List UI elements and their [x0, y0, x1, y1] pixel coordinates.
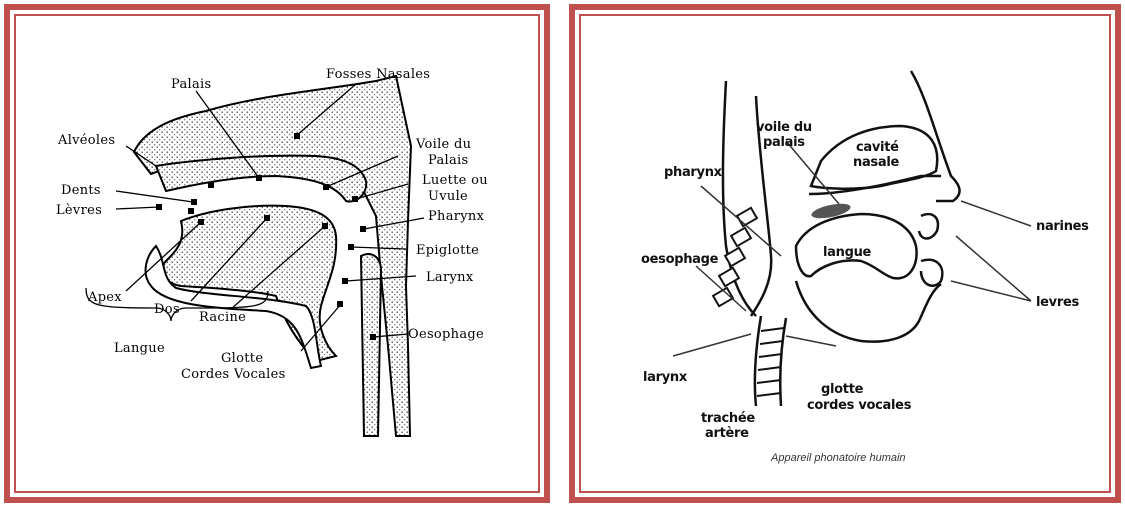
label-dos: Dos	[154, 302, 180, 317]
trachea	[361, 254, 381, 436]
label-voile-du-palais-2: palais	[763, 135, 805, 150]
label-langue: Langue	[114, 341, 165, 356]
label-fosses-nasales: Fosses Nasales	[326, 67, 430, 82]
label-trachee-1: trachée	[701, 411, 755, 426]
vertebrae	[713, 208, 757, 306]
velum	[810, 201, 852, 221]
label-cordes-vocales: cordes vocales	[807, 398, 912, 413]
label-luette-1: Luette ou	[422, 173, 488, 188]
label-apex: Apex	[87, 290, 122, 305]
label-dents: Dents	[61, 183, 101, 198]
label-palais: Palais	[171, 77, 211, 92]
right-diagram-panel: voile du palais cavité nasale pharynx na…	[569, 4, 1121, 503]
label-luette-2: Uvule	[428, 189, 468, 204]
label-larynx: larynx	[643, 370, 688, 385]
left-vocal-tract-diagram: Fosses Nasales Palais Alvéoles Voile du …	[16, 16, 542, 495]
label-narines: narines	[1036, 219, 1089, 234]
label-levres: Lèvres	[56, 203, 102, 218]
right-labels: voile du palais cavité nasale pharynx na…	[641, 120, 1089, 464]
label-cavite-nasale-2: nasale	[853, 155, 899, 170]
left-diagram-frame: Fosses Nasales Palais Alvéoles Voile du …	[14, 14, 540, 493]
label-langue: langue	[823, 245, 872, 260]
label-epiglotte: Epiglotte	[416, 243, 479, 258]
label-glotte: glotte	[821, 382, 864, 397]
label-oesophage: Oesophage	[408, 327, 484, 342]
label-racine: Racine	[199, 310, 246, 325]
label-levres: levres	[1036, 295, 1079, 310]
label-cordes-vocales: Cordes Vocales	[181, 367, 286, 382]
label-alveoles: Alvéoles	[57, 133, 115, 148]
label-voile-du-palais-1: voile du	[756, 120, 812, 135]
label-pharynx: Pharynx	[428, 209, 485, 224]
label-voile-du-palais-2: Palais	[428, 153, 468, 168]
label-cavite-nasale-1: cavité	[856, 140, 899, 155]
label-pharynx: pharynx	[664, 165, 723, 180]
label-oesophage: oesophage	[641, 252, 719, 267]
diagram-caption: Appareil phonatoire humain	[770, 452, 906, 464]
right-vocal-tract-diagram: voile du palais cavité nasale pharynx na…	[581, 16, 1113, 495]
label-glotte: Glotte	[221, 351, 263, 366]
left-diagram-panel: Fosses Nasales Palais Alvéoles Voile du …	[4, 4, 550, 503]
label-trachee-2: artère	[705, 426, 749, 441]
label-voile-du-palais-1: Voile du	[415, 137, 471, 152]
right-diagram-frame: voile du palais cavité nasale pharynx na…	[579, 14, 1111, 493]
label-larynx: Larynx	[426, 270, 474, 285]
